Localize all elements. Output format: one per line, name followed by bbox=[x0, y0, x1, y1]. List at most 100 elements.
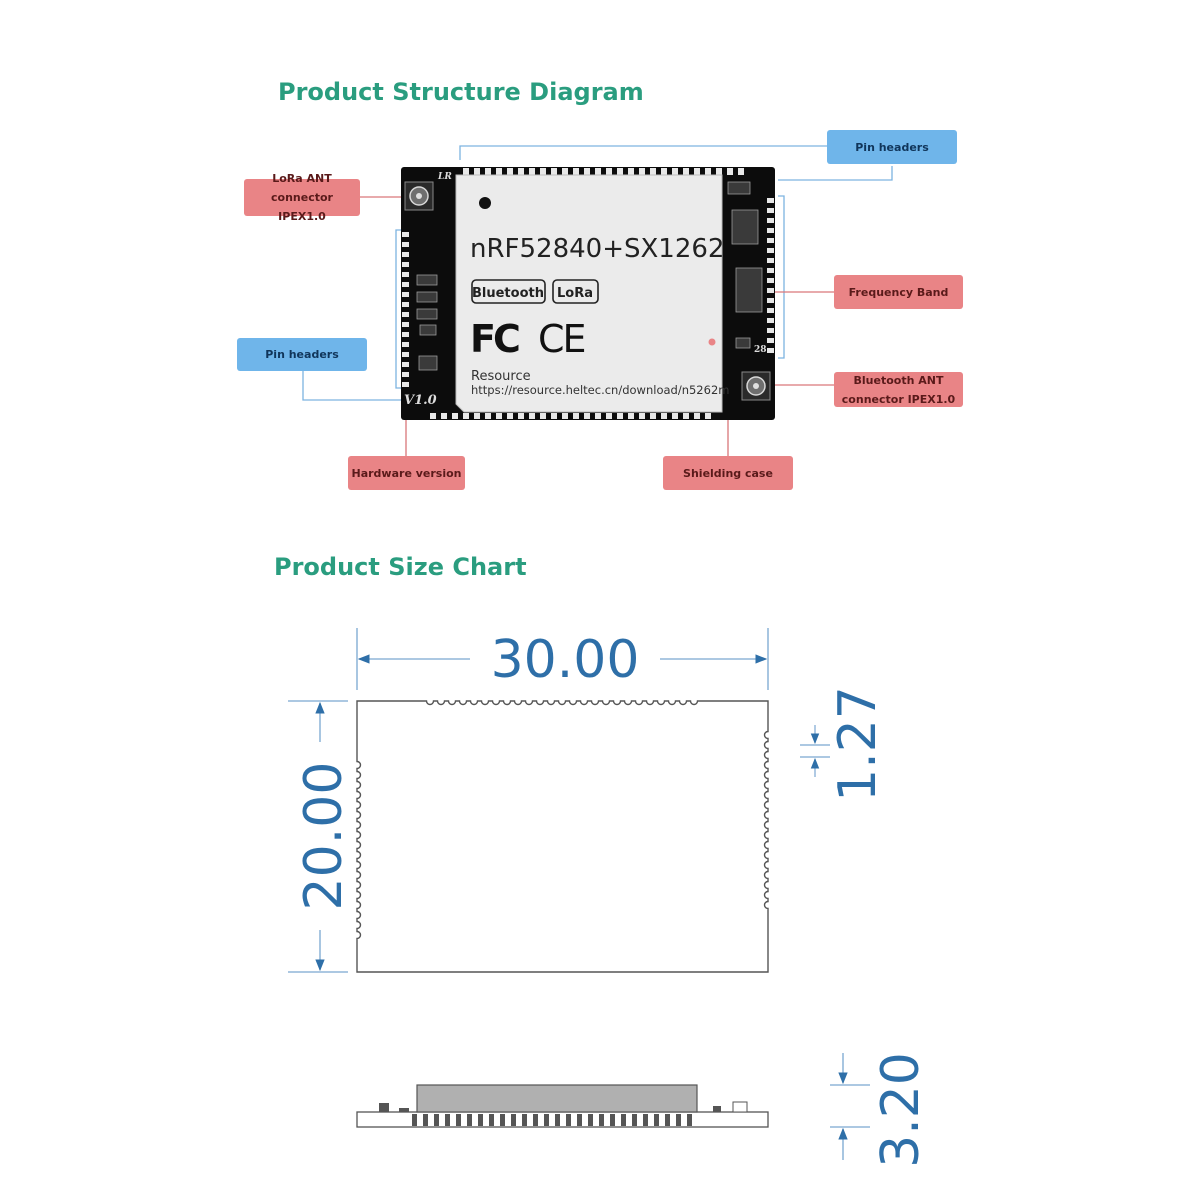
side-pad bbox=[434, 1114, 439, 1126]
side-pad bbox=[665, 1114, 670, 1126]
callout-frequency-band: Frequency Band bbox=[834, 275, 963, 309]
thickness-value: 3.20 bbox=[871, 1052, 931, 1168]
left-pin-pad bbox=[402, 312, 409, 317]
side-pcb bbox=[356, 1111, 769, 1128]
side-pad bbox=[621, 1114, 626, 1126]
bottom-pin-pad bbox=[705, 413, 711, 419]
right-pin-pad bbox=[767, 258, 774, 263]
callout-pin-headers-top: Pin headers bbox=[827, 130, 957, 164]
side-pad bbox=[478, 1114, 483, 1126]
bottom-pin-pad bbox=[650, 413, 656, 419]
right-pin-pad bbox=[767, 268, 774, 273]
bottom-pin-pad bbox=[496, 413, 502, 419]
side-pad bbox=[511, 1114, 516, 1126]
side-pad bbox=[577, 1114, 582, 1126]
bottom-pin-pad bbox=[628, 413, 634, 419]
side-pad bbox=[654, 1114, 659, 1126]
side-pad bbox=[687, 1114, 692, 1126]
side-pad bbox=[467, 1114, 472, 1126]
right-pin-pad bbox=[767, 298, 774, 303]
bottom-pin-pad bbox=[584, 413, 590, 419]
width-dimension bbox=[356, 628, 769, 690]
bottom-pin-pad bbox=[452, 413, 458, 419]
bottom-pin-pad bbox=[430, 413, 436, 419]
callout-lora-ant-line1: LoRa ANT connector bbox=[271, 172, 333, 204]
side-pad bbox=[555, 1114, 560, 1126]
callout-pin-headers-left: Pin headers bbox=[237, 338, 367, 371]
top-pin-pad bbox=[606, 168, 612, 175]
left-pin-pad bbox=[402, 242, 409, 247]
top-pin-pad bbox=[672, 168, 678, 175]
top-pin-pad bbox=[617, 168, 623, 175]
module-board: nRF52840+SX1262 Bluetooth LoRa FC CE Res… bbox=[401, 167, 775, 420]
bottom-pin-pad bbox=[694, 413, 700, 419]
pin1-dot-icon bbox=[479, 197, 491, 209]
top-pin-pad bbox=[683, 168, 689, 175]
side-pad bbox=[643, 1114, 648, 1126]
top-pin-pad bbox=[639, 168, 645, 175]
bluetooth-badge-frame bbox=[471, 279, 546, 304]
left-pin-pad bbox=[402, 272, 409, 277]
fcc-mark: FC bbox=[470, 317, 519, 361]
lora-ant-connector-icon bbox=[404, 181, 434, 211]
top-pin-pad bbox=[727, 168, 733, 175]
lora-badge: LoRa bbox=[557, 286, 593, 301]
shield-marker-dot bbox=[708, 338, 716, 346]
top-pin-pad bbox=[716, 168, 722, 175]
bottom-pin-pad bbox=[474, 413, 480, 419]
module-outline bbox=[356, 700, 769, 973]
module-name: nRF52840+SX1262 bbox=[470, 234, 724, 264]
side-pad bbox=[566, 1114, 571, 1126]
side-pad bbox=[500, 1114, 505, 1126]
left-pin-pad bbox=[402, 352, 409, 357]
bluetooth-ant-connector-icon bbox=[741, 371, 771, 401]
bottom-pin-pad bbox=[551, 413, 557, 419]
bottom-pin-pad bbox=[683, 413, 689, 419]
right-pin-pad bbox=[767, 338, 774, 343]
top-pin-pad bbox=[529, 168, 535, 175]
leader-pin-headers-top-2 bbox=[778, 166, 893, 181]
right-pin-pad bbox=[767, 228, 774, 233]
hardware-version-mark: V1.0 bbox=[404, 393, 437, 408]
thickness-dimension bbox=[830, 1053, 870, 1160]
bottom-pin-pad bbox=[463, 413, 469, 419]
top-pin-pad bbox=[485, 168, 491, 175]
left-pin-pad bbox=[402, 342, 409, 347]
top-pin-pad bbox=[507, 168, 513, 175]
bottom-pin-pad bbox=[672, 413, 678, 419]
resource-label: Resource bbox=[471, 369, 531, 384]
bottom-pin-pad bbox=[441, 413, 447, 419]
side-pad bbox=[610, 1114, 615, 1126]
ce-mark: CE bbox=[538, 317, 585, 361]
leader-pin-headers-left bbox=[302, 371, 420, 401]
width-value: 30.00 bbox=[491, 630, 640, 690]
right-pin-pad bbox=[767, 238, 774, 243]
leader-lines bbox=[302, 145, 893, 456]
left-smd-components-icon bbox=[416, 274, 438, 371]
top-pin-pad bbox=[628, 168, 634, 175]
right-pin-pad bbox=[767, 348, 774, 353]
bottom-pin-pads bbox=[430, 413, 711, 419]
right-pin-pad bbox=[767, 328, 774, 333]
side-shield bbox=[416, 1084, 698, 1113]
resource-url: https://resource.heltec.cn/download/n526… bbox=[471, 383, 729, 397]
pitch-value: 1.27 bbox=[828, 686, 888, 802]
top-pin-pad bbox=[463, 168, 469, 175]
bottom-pin-pad bbox=[617, 413, 623, 419]
pin-number-mark: 28 bbox=[754, 345, 767, 355]
height-value: 20.00 bbox=[294, 762, 354, 911]
top-pin-pad bbox=[705, 168, 711, 175]
top-pin-pad bbox=[540, 168, 546, 175]
right-pin-pad bbox=[767, 208, 774, 213]
height-dimension bbox=[288, 700, 348, 973]
right-pin-pad bbox=[767, 318, 774, 323]
bottom-pin-pad bbox=[573, 413, 579, 419]
callout-lora-ant-line2: IPEX1.0 bbox=[278, 210, 326, 223]
side-pad bbox=[445, 1114, 450, 1126]
bottom-pin-pad bbox=[562, 413, 568, 419]
callout-pin-headers-left-label: Pin headers bbox=[265, 348, 339, 361]
leader-pin-bracket-right bbox=[778, 195, 785, 359]
shielding-can bbox=[455, 174, 723, 413]
